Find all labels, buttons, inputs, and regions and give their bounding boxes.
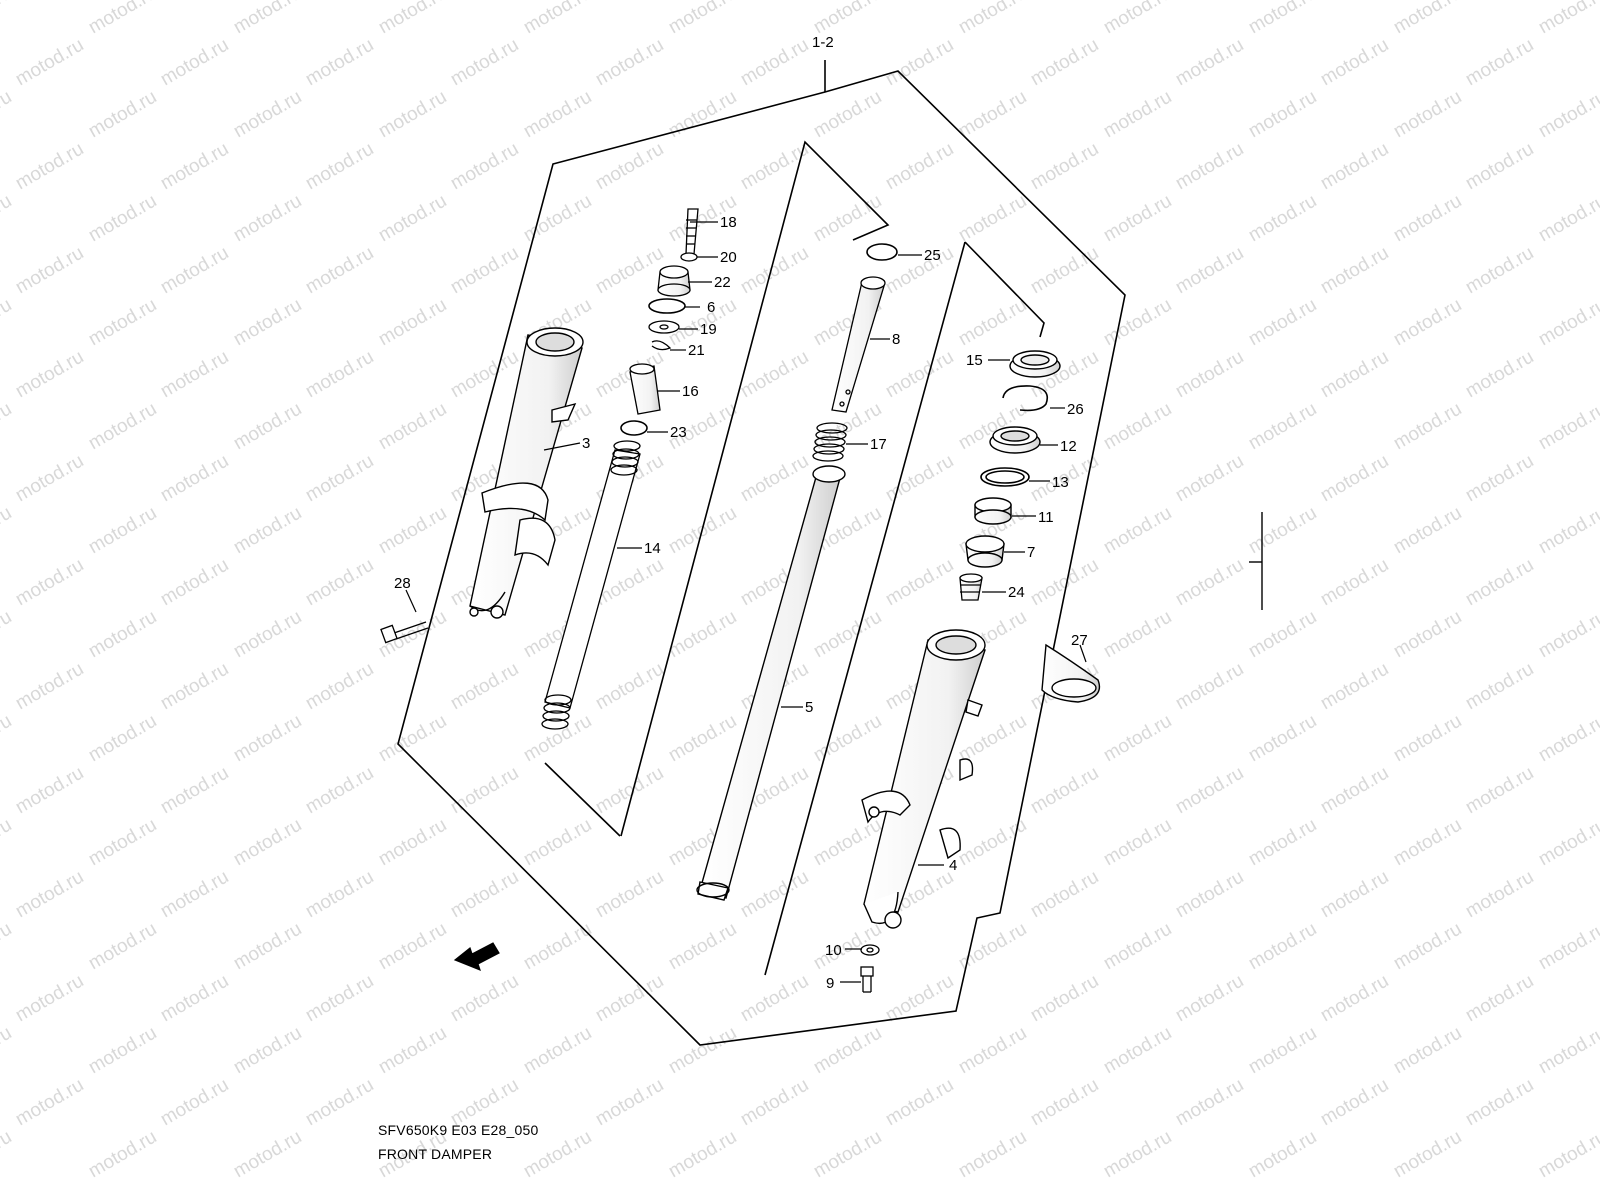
part-27-guard[interactable] — [1041, 643, 1101, 703]
part-25-ring[interactable] — [866, 243, 898, 261]
part-4-right-outer-tube[interactable] — [861, 629, 986, 929]
part-14-spring[interactable] — [541, 440, 641, 730]
callout-6: 6 — [707, 299, 715, 316]
part-11-bushing[interactable] — [974, 497, 1012, 525]
part-24-oil-lock[interactable] — [959, 573, 983, 601]
callout-labels: 1-2 3 4 5 6 7 8 9 10 11 12 13 14 15 16 1… — [394, 34, 1088, 992]
part-22-cap[interactable] — [657, 265, 691, 297]
callout-12: 12 — [1060, 438, 1077, 455]
diagram-title: FRONT DAMPER — [378, 1146, 493, 1162]
assembly-outline — [397, 60, 1126, 1046]
callout-25: 25 — [924, 247, 941, 264]
part-18-bolt[interactable] — [685, 208, 699, 255]
part-12-oil-seal[interactable] — [989, 426, 1041, 454]
part-15-dust-seal[interactable] — [1009, 350, 1061, 378]
callout-18: 18 — [720, 214, 737, 231]
part-5-inner-tube[interactable] — [696, 465, 846, 901]
part-26-circlip[interactable] — [1002, 385, 1049, 412]
part-23-seat[interactable] — [620, 420, 648, 436]
callout-14: 14 — [644, 540, 661, 557]
callout-5: 5 — [805, 699, 813, 716]
callout-24: 24 — [1008, 584, 1025, 601]
callout-4: 4 — [949, 857, 957, 874]
callout-20: 20 — [720, 249, 737, 266]
part-6-oring[interactable] — [648, 298, 686, 314]
assembly-label: 1-2 — [812, 34, 834, 51]
callout-3: 3 — [582, 435, 590, 452]
callout-17: 17 — [870, 436, 887, 453]
part-13-washer[interactable] — [980, 467, 1030, 487]
callout-19: 19 — [700, 321, 717, 338]
part-20-oring[interactable] — [680, 252, 698, 262]
callout-9: 9 — [826, 975, 834, 992]
callout-7: 7 — [1027, 544, 1035, 561]
part-10-gasket[interactable] — [860, 944, 880, 956]
fwd-arrow-icon: FWD — [453, 942, 500, 972]
side-bracket — [1249, 512, 1263, 610]
callout-26: 26 — [1067, 401, 1084, 418]
callout-22: 22 — [714, 274, 731, 291]
callout-23: 23 — [670, 424, 687, 441]
part-8-damper-rod[interactable] — [831, 276, 886, 413]
callout-13: 13 — [1052, 474, 1069, 491]
part-19-washer[interactable] — [648, 320, 680, 334]
part-9-bolt[interactable] — [860, 966, 874, 993]
callout-15: 15 — [966, 352, 983, 369]
leader-lines — [405, 221, 1087, 983]
part-7-bushing[interactable] — [965, 535, 1005, 568]
part-16-spacer[interactable] — [629, 363, 661, 415]
part-28-bolt[interactable] — [380, 621, 429, 644]
callout-27: 27 — [1071, 632, 1088, 649]
callout-11: 11 — [1038, 509, 1054, 526]
callout-10: 10 — [825, 942, 842, 959]
callout-16: 16 — [682, 383, 699, 400]
callout-8: 8 — [892, 331, 900, 348]
part-21-clip[interactable] — [651, 340, 672, 351]
part-17-spring[interactable] — [812, 422, 848, 462]
callout-21: 21 — [688, 342, 705, 359]
part-3-left-outer-tube[interactable] — [469, 327, 584, 619]
diagram-code: SFV650K9 E03 E28_050 — [378, 1122, 539, 1138]
callout-28: 28 — [394, 575, 411, 592]
